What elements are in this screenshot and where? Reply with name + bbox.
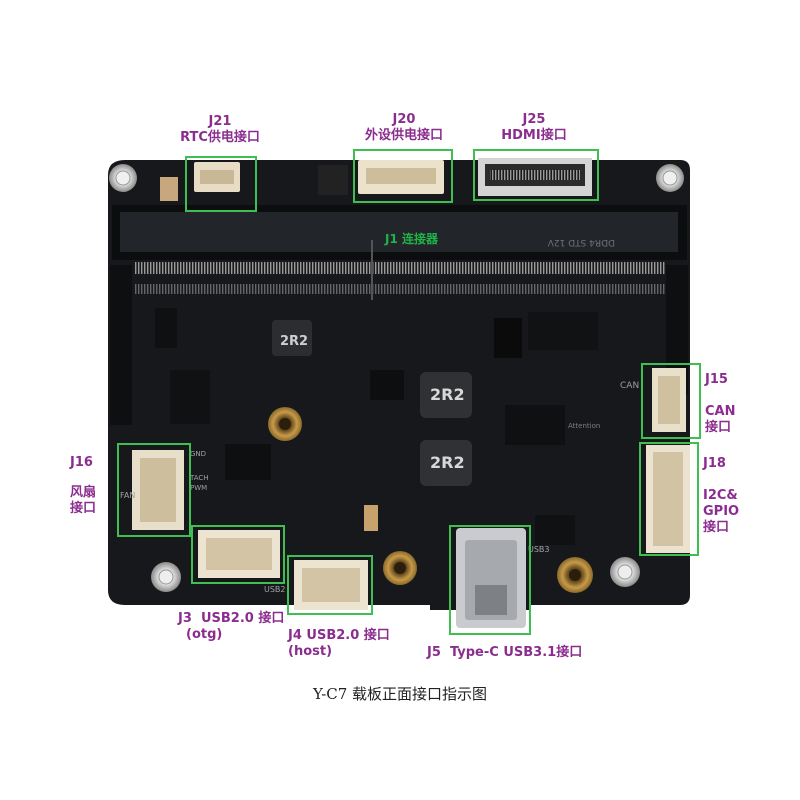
- j20-name: 外设供电接口: [364, 128, 443, 143]
- j18-name-3: 接口: [703, 520, 730, 535]
- j21-label: J21 RTC供电接口: [168, 114, 272, 146]
- fan-silk: FAN: [120, 491, 135, 500]
- j4-box: [287, 555, 373, 615]
- tach-silk: TACH: [189, 474, 209, 482]
- j4-name: USB2.0 接口: [306, 628, 390, 643]
- j5-name: Type-C USB3.1接口: [449, 645, 583, 660]
- j18-id: J18: [703, 456, 726, 471]
- j16-name-1: 风扇: [70, 485, 97, 500]
- j4-label: J4 USB2.0 接口 (host): [288, 628, 390, 660]
- j3-name: USB2.0 接口: [200, 611, 285, 626]
- j20-label: J20 外设供电接口: [344, 112, 464, 144]
- j1-id: J1: [385, 232, 398, 246]
- j18-name-2: GPIO: [703, 504, 740, 519]
- inductor-2-label: 2R2: [430, 385, 465, 404]
- j15-name-2: 接口: [705, 420, 732, 435]
- figure-caption: Y-C7 载板正面接口指示图: [312, 685, 488, 703]
- inductor-3-label: 2R2: [430, 453, 465, 472]
- j18-name-1: I2C&: [703, 488, 738, 503]
- j1-label: J1 连接器: [385, 230, 438, 247]
- j15-label: J15 CAN 接口: [705, 372, 735, 436]
- can-silk: CAN: [620, 381, 639, 391]
- j25-label: J25 HDMI接口: [484, 112, 584, 144]
- j20-id: J20: [392, 112, 416, 127]
- j16-id: J16: [70, 455, 93, 470]
- j1-name: 连接器: [402, 232, 439, 246]
- ddr4-silk: DDR4 STD 12V: [547, 237, 615, 247]
- j15-name-1: CAN: [705, 404, 736, 419]
- j18-box: [639, 442, 699, 556]
- j15-box: [641, 363, 701, 439]
- j16-label: J16 风扇 接口: [70, 455, 96, 517]
- j18-label: J18 I2C& GPIO 接口: [703, 456, 739, 536]
- j15-id: J15: [705, 372, 728, 387]
- j1-pins-top: [135, 262, 665, 274]
- inductor-2: [420, 372, 472, 418]
- attention-silk: Attention: [568, 422, 600, 430]
- inductor-1-label: 2R2: [280, 334, 308, 349]
- gnd-silk: GND: [190, 450, 206, 458]
- j25-id: J25: [522, 112, 546, 127]
- highlight-boxes: [117, 149, 701, 635]
- j21-box: [185, 156, 257, 212]
- j4-id: J4: [288, 628, 302, 643]
- pwm-silk: PWM: [190, 484, 207, 492]
- j5-box: [449, 525, 531, 635]
- j5-label: J5 Type-C USB3.1接口: [427, 645, 582, 661]
- inductor-1: [272, 320, 312, 356]
- inductor-3: [420, 440, 472, 486]
- j3-box: [191, 525, 285, 584]
- j21-name: RTC供电接口: [180, 130, 260, 145]
- j20-box: [353, 149, 453, 203]
- j3-label: J3 USB2.0 接口 (otg): [178, 611, 284, 643]
- j16-box: [117, 443, 191, 537]
- j16-name-2: 接口: [70, 501, 97, 516]
- j4-sub: (host): [288, 644, 333, 659]
- usb2-silk: USB2: [264, 585, 286, 594]
- j25-box: [473, 149, 599, 201]
- usb3-silk: USB3: [528, 545, 550, 554]
- j3-id: J3: [178, 611, 192, 626]
- j21-id: J21: [208, 114, 232, 129]
- j5-id: J5: [427, 645, 441, 660]
- j3-sub: (otg): [186, 627, 223, 642]
- j25-name: HDMI接口: [501, 128, 567, 143]
